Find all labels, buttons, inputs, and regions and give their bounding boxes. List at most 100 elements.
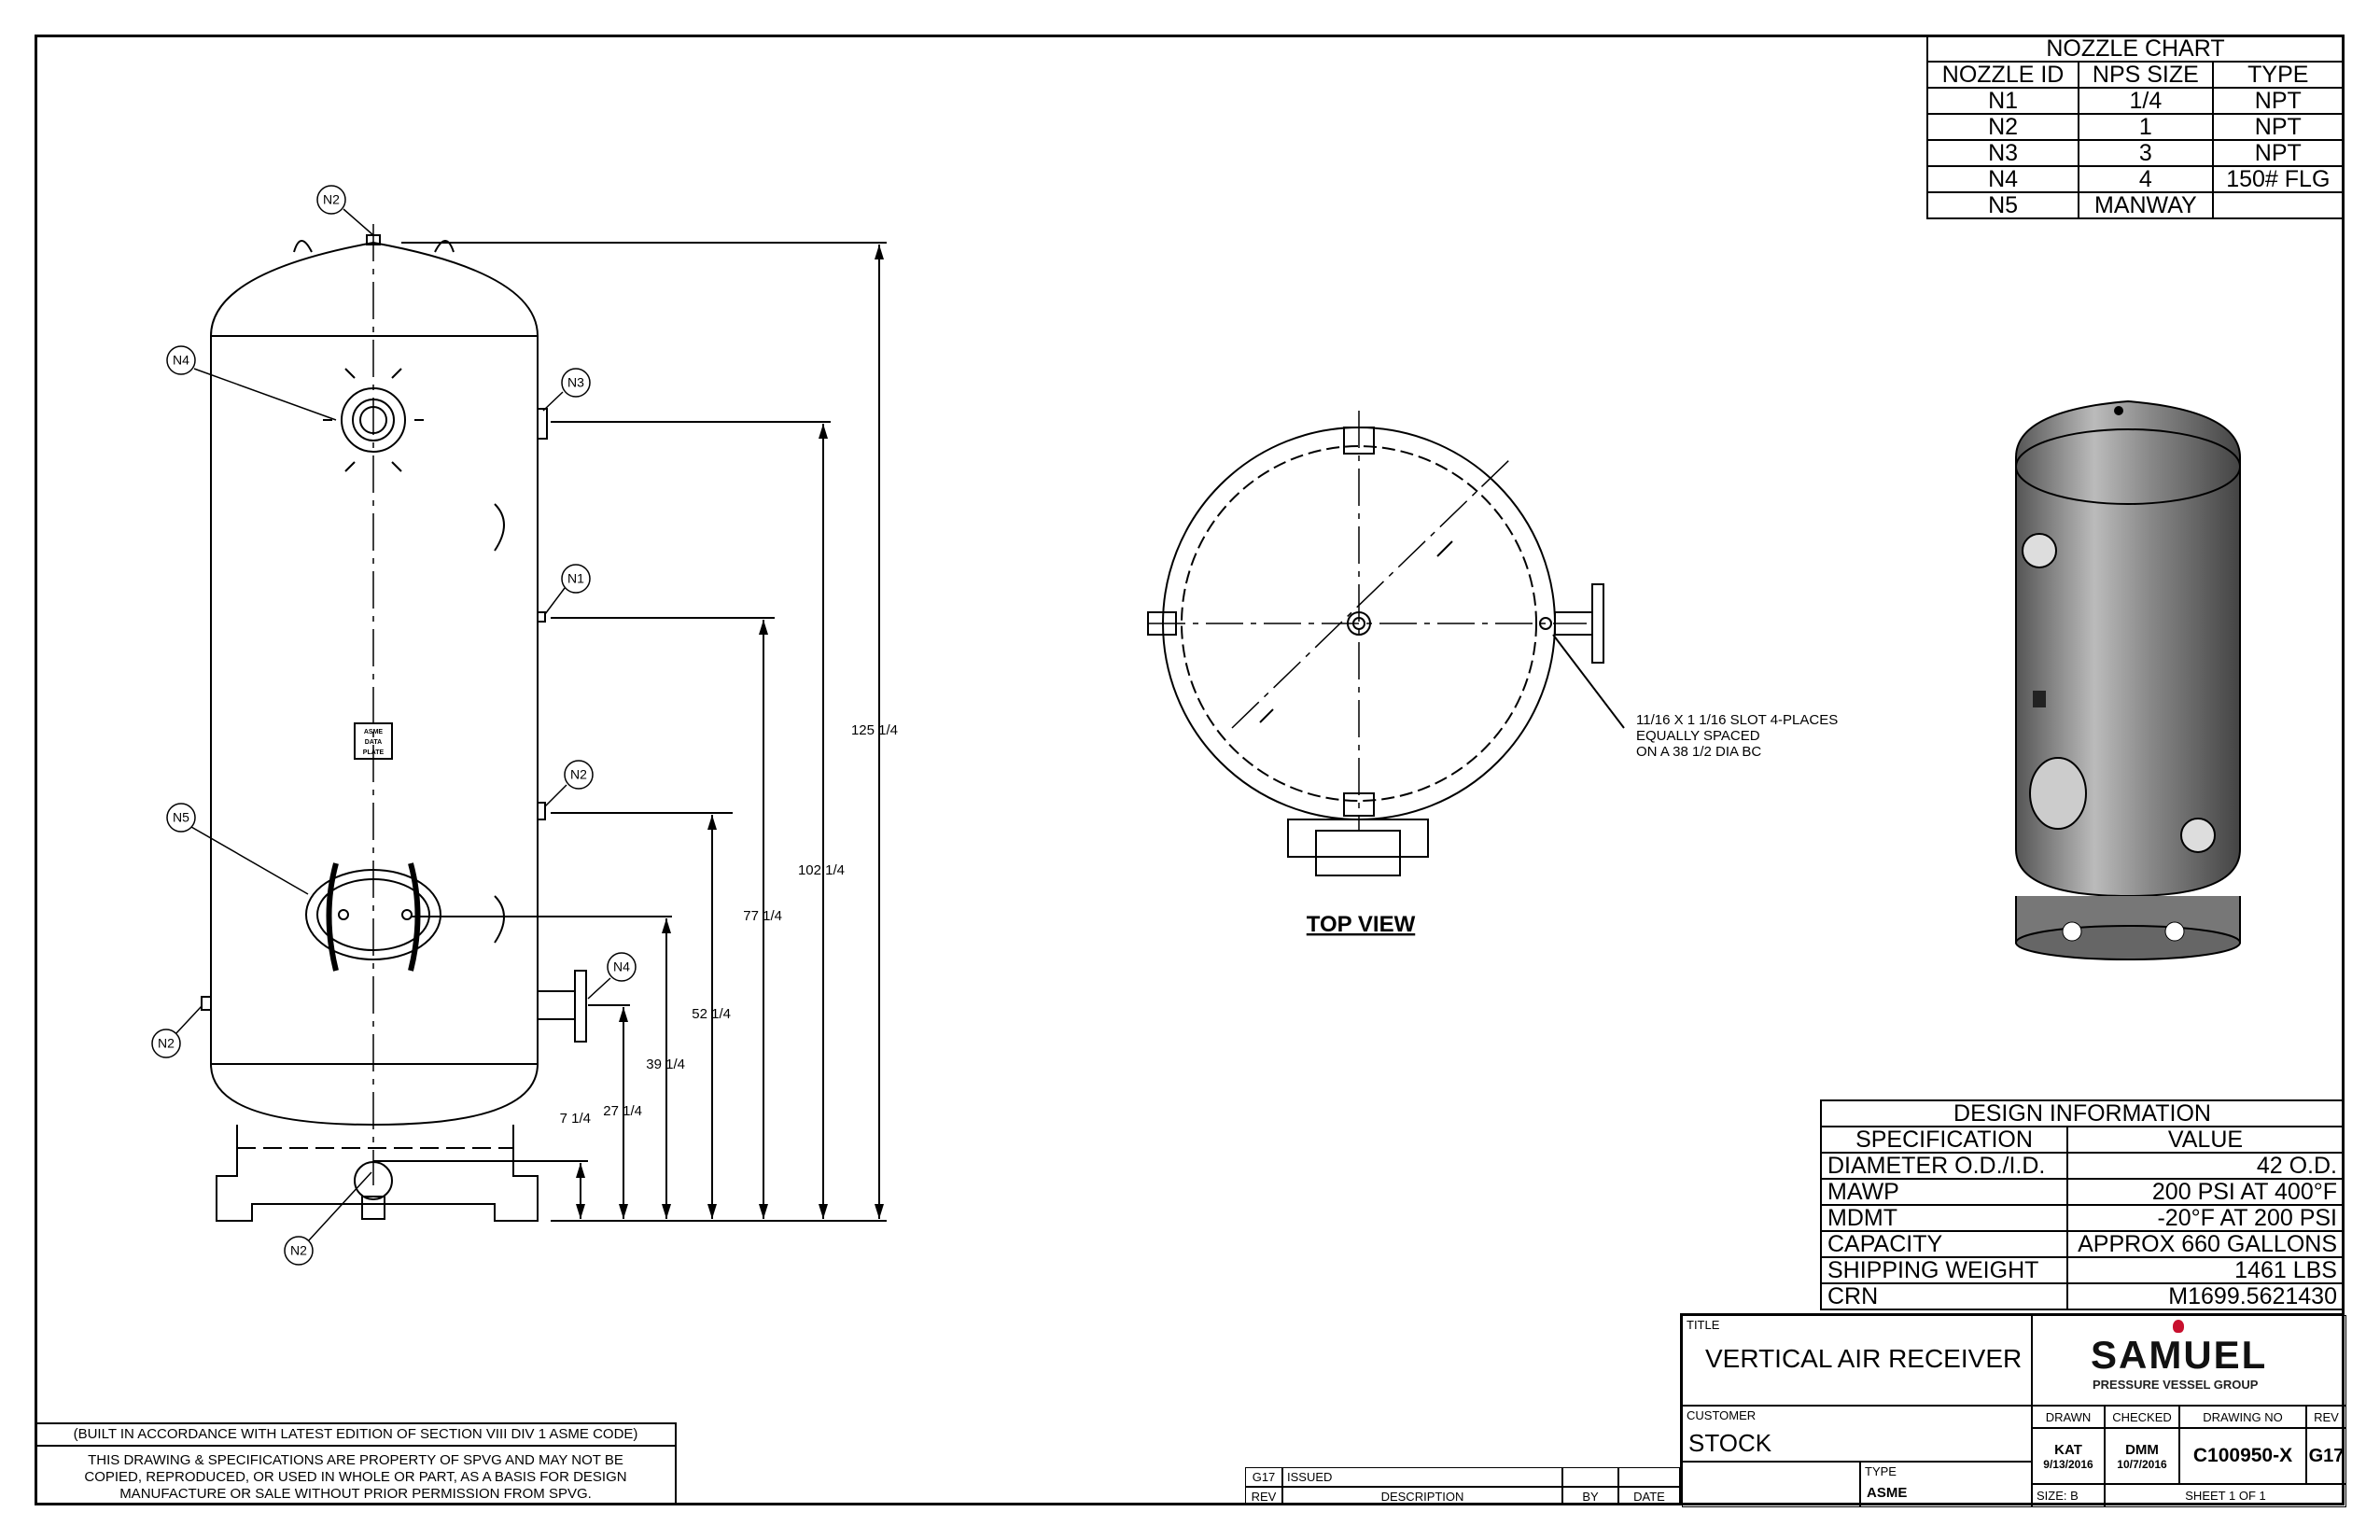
dim-n4-side: 27 1/4 [603,1103,642,1119]
type-label: TYPE [1865,1464,1897,1478]
front-view: N2 N4 N3 N1 N2 N5 N4 N2 N2 ASME DATA PLA… [151,185,898,1266]
dim-overall: 125 1/4 [851,722,898,738]
checked-by: DMM [2125,1442,2159,1458]
checked-label: CHECKED [2105,1406,2179,1428]
nozzle-size: 1/4 [2078,87,2214,115]
flame-icon [2173,1320,2184,1333]
nozzle-id: N2 [1925,113,2080,141]
nozzle-header-size: NPS SIZE [2078,61,2214,89]
top-view-label: TOP VIEW [1307,912,1416,937]
nozzle-type: NPT [2211,87,2345,115]
date-header: DATE [1618,1487,1680,1505]
design-header-value: VALUE [2066,1126,2345,1154]
property-note-line: THIS DRAWING & SPECIFICATIONS ARE PROPER… [88,1452,623,1468]
plate-text: ASME [364,729,384,735]
design-header-spec: SPECIFICATION [1820,1126,2068,1154]
isometric-view [2015,399,2241,960]
drawing-border [35,35,2345,1505]
rev-cell: G17 [1245,1467,1282,1487]
nozzle-id: N3 [1925,139,2080,167]
title-block: TITLE VERTICAL AIR RECEIVER SAMUEL PRESS… [1680,1313,2346,1507]
customer-cell: CUSTOMER STOCK [1682,1406,2032,1462]
drawing-title: VERTICAL AIR RECEIVER [1705,1344,2023,1373]
nozzle-chart-title: NOZZLE CHART [1926,35,2345,63]
rev-header: REV [1245,1487,1282,1505]
plate-text: PLATE [363,749,385,756]
callout-n2-left: N2 [158,1036,175,1051]
rev-description: ISSUED [1282,1467,1562,1487]
sheet-size: SIZE: B [2032,1484,2105,1507]
rev-by [1562,1467,1618,1487]
nozzle-type [2211,191,2345,219]
checked-date: 10/7/2016 [2117,1458,2167,1471]
callout-n2-mid: N2 [570,767,587,782]
dim-n4: 102 1/4 [798,862,845,878]
spec-name: DIAMETER O.D./I.D. [1820,1152,2068,1180]
rev-date [1618,1467,1680,1487]
blank-cell [1682,1462,1860,1507]
callout-n2-top: N2 [323,192,340,207]
drawn-cell: KAT 9/13/2016 [2032,1428,2105,1484]
nozzle-size: MANWAY [2078,191,2214,219]
revision-value: G17 [2306,1428,2346,1484]
notes-block: (BUILT IN ACCORDANCE WITH LATEST EDITION… [35,1422,677,1505]
dim-n5: 39 1/4 [646,1057,685,1072]
type-cell: TYPE ASME [1860,1462,2032,1507]
nozzle-header-id: NOZZLE ID [1925,61,2080,89]
callout-n2-bottom: N2 [290,1243,307,1258]
spec-value: -20°F AT 200 PSI [2066,1204,2345,1232]
title-cell: TITLE VERTICAL AIR RECEIVER [1682,1315,2032,1406]
drawing-number: C100950-X [2179,1428,2306,1484]
dim-n2: 52 1/4 [692,1006,731,1022]
nozzle-type: NPT [2211,113,2345,141]
customer-label: CUSTOMER [1687,1408,1757,1422]
spec-value: 200 PSI AT 400°F [2066,1178,2345,1206]
top-view: TOP VIEW [1147,411,1625,937]
nozzle-header-type: TYPE [2211,61,2345,89]
dim-n1: 77 1/4 [743,908,782,924]
spec-value: APPROX 660 GALLONS [2066,1230,2345,1258]
drawn-date: 9/13/2016 [2043,1458,2093,1471]
drawing-no-label: DRAWING NO [2179,1406,2306,1428]
callout-n4: N4 [173,353,189,368]
description-header: DESCRIPTION [1282,1487,1562,1505]
callout-n3: N3 [567,375,584,390]
nozzle-id: N4 [1925,165,2080,193]
nozzle-type: NPT [2211,139,2345,167]
slot-note-line: ON A 38 1/2 DIA BC [1636,744,1762,760]
spec-name: SHIPPING WEIGHT [1820,1256,2068,1284]
design-info-table: DESIGN INFORMATION SPECIFICATION VALUE D… [1820,1099,2345,1310]
nozzle-type: 150# FLG [2211,165,2345,193]
slot-note-line: 11/16 X 1 1/16 SLOT 4-PLACES [1636,712,1839,728]
property-note-line: COPIED, REPRODUCED, OR USED IN WHOLE OR … [84,1469,627,1485]
logo-subtitle: PRESSURE VESSEL GROUP [2093,1378,2259,1392]
code-note: (BUILT IN ACCORDANCE WITH LATEST EDITION… [36,1424,675,1447]
revision-table: G17 ISSUED REV DESCRIPTION BY DATE [1245,1467,1680,1505]
logo-cell: SAMUEL PRESSURE VESSEL GROUP [2032,1315,2346,1406]
design-info-title: DESIGN INFORMATION [1820,1099,2345,1127]
slot-note-line: EQUALLY SPACED [1636,728,1760,744]
slot-note: 11/16 X 1 1/16 SLOT 4-PLACES EQUALLY SPA… [1636,712,1838,760]
nozzle-size: 3 [2078,139,2214,167]
by-header: BY [1562,1487,1618,1505]
title-label: TITLE [1687,1318,1720,1332]
rev-label: REV [2306,1406,2346,1428]
callout-n4-side: N4 [613,959,630,974]
spec-name: CAPACITY [1820,1230,2068,1258]
spec-name: MAWP [1820,1178,2068,1206]
nozzle-size: 4 [2078,165,2214,193]
sheet-number: SHEET 1 OF 1 [2105,1484,2346,1507]
table-row: MDMT-20°F AT 200 PSI [1820,1204,2345,1232]
customer-value: STOCK [1688,1429,1772,1457]
nozzle-id: N1 [1925,87,2080,115]
spec-value: 1461 LBS [2066,1256,2345,1284]
spec-name: MDMT [1820,1204,2068,1232]
spec-value: 42 O.D. [2066,1152,2345,1180]
